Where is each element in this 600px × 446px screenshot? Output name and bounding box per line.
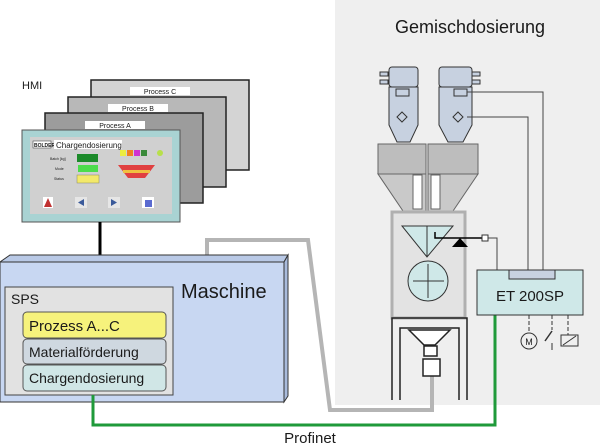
et200sp-label: ET 200SP — [496, 288, 564, 305]
mixer-unit — [390, 210, 489, 320]
svg-text:Prozess A...C: Prozess A...C — [29, 318, 120, 335]
sps-module-materialfoerderung: Materialförderung — [22, 338, 167, 365]
machine-label: Maschine — [181, 281, 267, 303]
hmi-label: HMI — [22, 80, 42, 92]
vacuum-loader-right — [438, 66, 481, 143]
switch-icon — [544, 330, 553, 342]
hmi-main-screen: BOLDER Chargendosierung Batch [kg] Mode … — [21, 129, 181, 223]
motor-icon — [520, 332, 538, 350]
machine-stand — [391, 317, 468, 400]
svg-text:Process B: Process B — [122, 106, 154, 113]
svg-text:M: M — [525, 337, 533, 347]
hmi-logo: BOLDER — [34, 143, 56, 149]
svg-text:Chargendosierung: Chargendosierung — [29, 370, 144, 386]
sps-module-prozess: Prozess A...C — [22, 311, 167, 339]
vacuum-loader-left — [379, 66, 419, 143]
svg-text:Mode: Mode — [55, 167, 64, 171]
svg-text:Materialförderung: Materialförderung — [29, 344, 139, 360]
material-conveying-line — [205, 238, 434, 412]
sps-module-chargendosierung: Chargendosierung — [22, 364, 167, 392]
hmi-screen-title: Chargendosierung — [56, 141, 122, 150]
svg-text:Process A: Process A — [99, 123, 131, 130]
et200sp-module: ET 200SP M — [476, 269, 584, 350]
sps-label: SPS — [11, 291, 39, 307]
profinet-line — [91, 315, 497, 427]
svg-text:Status: Status — [54, 177, 64, 181]
dosing-title: Gemischdosierung — [395, 17, 545, 37]
svg-text:Process C: Process C — [144, 89, 176, 96]
dosing-units — [377, 143, 479, 212]
svg-text:Batch [kg]: Batch [kg] — [50, 157, 66, 161]
profinet-label: Profinet — [284, 430, 337, 446]
